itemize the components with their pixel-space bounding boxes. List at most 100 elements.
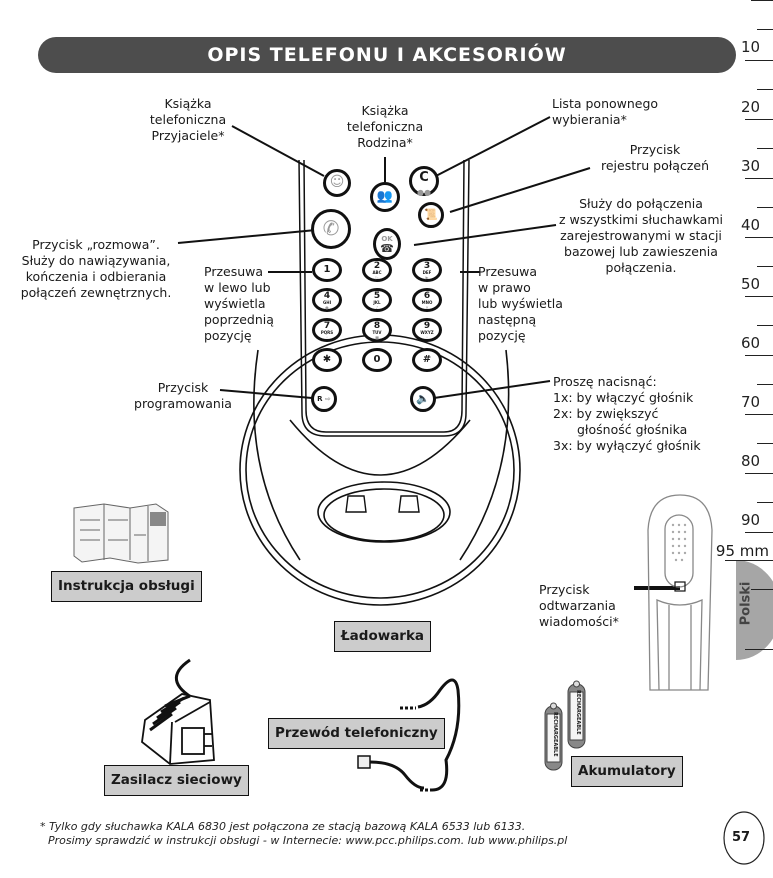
callout-line: Proszę nacisnąć: [553, 374, 657, 389]
callout-line: Przesuwa [478, 264, 538, 279]
callout-phonebook-family: Książka telefoniczna Rodzina* [335, 103, 435, 151]
key-digit: 4 [323, 291, 331, 301]
callout-line: 2x: by zwiększyć [553, 406, 659, 421]
power-adapter-illustration [141, 658, 215, 765]
callout-playback: Przycisk odtwarzania wiadomości* [539, 582, 619, 630]
r-programming-button[interactable]: R ⇨ [311, 386, 337, 412]
callout-line: programowania [134, 396, 232, 411]
callout-line: Lista ponownego [552, 96, 659, 111]
ok-key-label: OK [381, 235, 393, 243]
key-letters: JKL [373, 300, 381, 305]
key-letters: MNO [421, 300, 433, 305]
key-letters: PQRS [320, 330, 334, 335]
key-sub-icon: ● [325, 305, 329, 310]
phonebook-friends-button[interactable]: ☺ [323, 169, 351, 197]
clear-redial-button[interactable]: C●● [409, 166, 439, 197]
key-sub-icon: ✕ [425, 305, 429, 310]
callout-line: wybierania* [552, 112, 627, 127]
talk-button[interactable]: ✆ [311, 209, 351, 249]
callout-lines [177, 116, 680, 590]
key-digit: 9 [423, 321, 431, 331]
mm-ruler: 10 20 30 40 50 60 70 80 90 [725, 0, 773, 700]
callout-line: Przycisk „rozmowa”. [32, 237, 160, 252]
callout-line: Służy do nawiązywania, [21, 253, 171, 268]
callout-line: Przyjaciele* [151, 128, 225, 143]
phonebook-family-button[interactable]: 👥 [370, 182, 400, 212]
ruler-mark: 60 [741, 334, 761, 352]
callout-line: z wszystkimi słuchawkami [559, 212, 723, 227]
callout-line: 1x: by włączyć głośnik [553, 390, 694, 405]
footnote: * Tylko gdy słuchawka KALA 6830 jest poł… [40, 820, 567, 848]
page-title: OPIS TELEFONU I AKCESORIÓW [38, 37, 736, 73]
key-digit: # [422, 354, 432, 365]
callout-line: połączeń zewnętrznych. [20, 285, 172, 300]
callout-line: następną [478, 312, 537, 327]
key-digit: 0 [373, 354, 381, 365]
key-digit: 6 [423, 291, 431, 301]
handset-illustration [298, 159, 470, 437]
callout-line: Rodzina* [357, 135, 413, 150]
handset-back-illustration [647, 494, 713, 691]
r-key-label: R [317, 395, 323, 403]
callout-line: odtwarzania [539, 598, 616, 613]
key-digit: ✱ [322, 354, 332, 365]
callout-line: telefoniczna [346, 119, 424, 134]
key-sub-icon: ■ [375, 335, 379, 340]
keypad-key[interactable]: ✱ [312, 348, 342, 372]
footnote-line: Prosimy sprawdzić w instrukcji obsługi -… [48, 834, 568, 847]
keypad-key[interactable]: 0 [362, 348, 392, 372]
callout-line: telefoniczna [149, 112, 227, 127]
callout-intercom: Służy do połączenia z wszystkimi słuchaw… [556, 196, 726, 276]
accessory-label-phone-cord: Przewód telefoniczny [268, 718, 445, 749]
ruler-mark: 50 [741, 275, 761, 293]
language-tab[interactable]: Polski [738, 581, 754, 626]
phone-cord-illustration [357, 678, 461, 792]
speaker-button[interactable]: 🔈 [410, 386, 436, 412]
key-digit: 3 [423, 261, 431, 271]
battery-label: RECHARGEABLE [575, 690, 581, 735]
key-digit: 5 [373, 291, 381, 301]
ruler-mark: 70 [741, 393, 761, 411]
call-log-button[interactable]: 📜 [418, 202, 444, 228]
accessory-label-power-adapter: Zasilacz sieciowy [104, 765, 249, 796]
language-tab-shape [736, 560, 773, 660]
key-sub-icon: ▷ [375, 275, 379, 280]
page-number: 57 [732, 830, 751, 845]
callout-line: Służy do połączenia [579, 196, 703, 211]
key-letters: TUV [372, 330, 382, 335]
callout-line: wyświetla [204, 296, 266, 311]
callout-line: pozycję [478, 328, 526, 343]
callout-line: Książka [164, 96, 212, 111]
callout-program-button: Przycisk programowania [128, 380, 238, 412]
callout-line: Przycisk [157, 380, 209, 395]
key-digit: 8 [373, 321, 381, 331]
callout-speaker: Proszę nacisnąć: 1x: by włączyć głośnik … [553, 374, 701, 454]
ruler-mark: 30 [741, 157, 761, 175]
clear-key-label: C [419, 170, 429, 185]
keypad-key[interactable]: 1 [312, 258, 342, 282]
charger-illustration [239, 334, 521, 606]
keypad-key[interactable]: # [412, 348, 442, 372]
callout-redial-list: Lista ponownego wybierania* [552, 96, 658, 128]
footnote-line: * Tylko gdy słuchawka KALA 6830 jest poł… [40, 820, 526, 833]
accessory-label-batteries: Akumulatory [571, 756, 683, 787]
key-sub-icon: ◦ [325, 335, 329, 340]
battery-label: RECHARGEABLE [552, 712, 558, 757]
callout-line: głośność głośnika [577, 422, 688, 437]
accessory-label-charger: Ładowarka [334, 621, 432, 652]
batteries-illustration [544, 680, 586, 771]
ok-intercom-button[interactable]: OK☎ [373, 228, 401, 260]
page-number-oval [723, 811, 765, 865]
ruler-mark: 20 [741, 98, 761, 116]
key-digit: 1 [323, 264, 331, 275]
